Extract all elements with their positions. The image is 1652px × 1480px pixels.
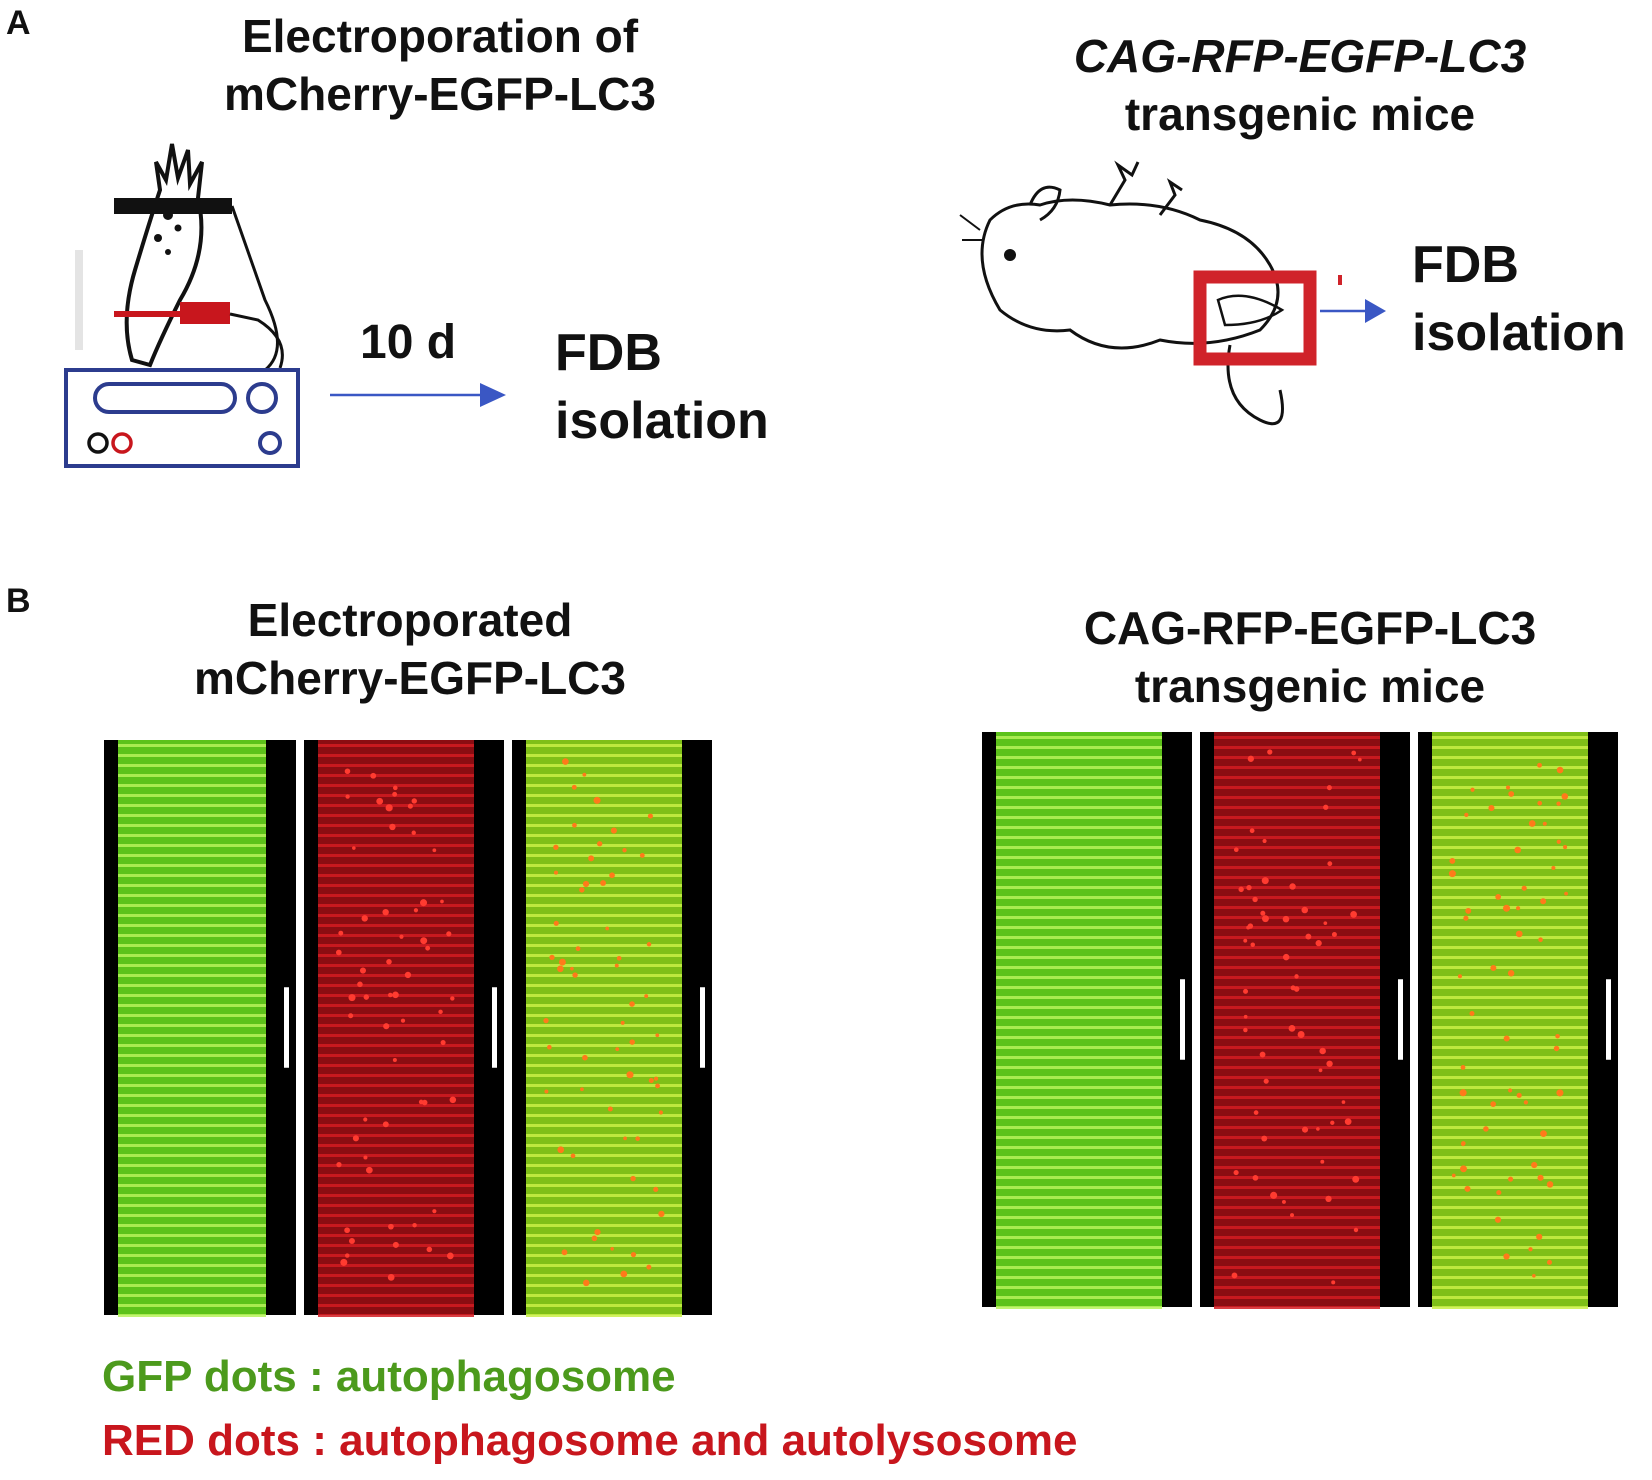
micrograph-left-merge	[512, 740, 712, 1317]
mouse-spot-2	[174, 224, 182, 232]
panel-a-right-arrow	[1320, 299, 1386, 323]
mouse-body-sketch	[980, 198, 1280, 350]
panel-a-right-step-line1: FDB	[1412, 236, 1519, 294]
legend-red: RED dots : autophagosome and autolysosom…	[102, 1415, 1078, 1465]
micrograph-right-green	[982, 732, 1192, 1309]
panel-a-left-arrow	[330, 383, 506, 407]
mouse-ear-sketch	[1028, 185, 1062, 222]
red-mark	[1338, 275, 1342, 285]
micrograph-left-green	[104, 740, 296, 1317]
micrographs-left	[104, 740, 712, 1317]
panel-b-left-title-line2: mCherry-EGFP-LC3	[194, 651, 626, 704]
panel-a-right-title-line2: transgenic mice	[1124, 87, 1476, 140]
panel-b-left-title: Electroporated mCherry-EGFP-LC3	[120, 592, 700, 707]
transgenic-mouse-illustration	[959, 160, 1342, 426]
mouse-eye-right-panel	[1004, 249, 1016, 261]
device-display	[93, 382, 237, 414]
mouse-forelimb-1	[1108, 160, 1140, 206]
panel-b-label: B	[6, 582, 31, 620]
device-jack-red	[111, 432, 133, 454]
red-electrode-block	[180, 302, 230, 324]
panel-b-right-title-line2: transgenic mice	[1134, 659, 1486, 712]
illustration-gray-bar	[75, 250, 83, 350]
electroporation-illustration	[64, 143, 300, 468]
panel-a-right-title-line1: CAG-RFP-EGFP-LC3	[1073, 30, 1527, 82]
mouse-spot-1	[154, 234, 162, 242]
panel-b-right-title-line1: CAG-RFP-EGFP-LC3	[1083, 602, 1537, 654]
micrograph-right-merge	[1418, 732, 1618, 1309]
mouse-forelimb-2	[1158, 178, 1183, 216]
foot-highlight-box	[1193, 270, 1317, 366]
panel-b-right-title: CAG-RFP-EGFP-LC3 transgenic mice	[1000, 600, 1620, 715]
duration-label: 10 d	[360, 316, 457, 369]
panel-a-left-title-line2: mCherry-EGFP-LC3	[224, 67, 656, 120]
panel-a-left-step-line1: FDB	[555, 324, 662, 382]
device-jack-black	[87, 432, 109, 454]
black-electrode-wire	[230, 205, 279, 372]
panel-a-right-step: FDB isolation	[1412, 232, 1626, 367]
mouse-whisker-1	[959, 214, 982, 241]
device-knob-top	[246, 382, 278, 414]
mouse-tail-sketch	[1226, 344, 1284, 426]
panel-b-left-title-line1: Electroporated	[247, 594, 573, 646]
mouse-hindfoot-sketch	[1216, 294, 1285, 327]
panel-a-left-step-line2: isolation	[555, 391, 769, 450]
panel-a-left-title: Electroporation of mCherry-EGFP-LC3	[150, 8, 730, 123]
panel-a-right-title: CAG-RFP-EGFP-LC3 transgenic mice	[990, 28, 1610, 143]
black-electrode-bar	[114, 198, 232, 214]
panel-a-left-step: FDB isolation	[555, 320, 769, 455]
electroporator-device	[64, 368, 300, 468]
panel-a-left-title-line1: Electroporation of	[241, 10, 639, 62]
micrograph-left-red	[304, 740, 504, 1317]
legend-gfp: GFP dots : autophagosome	[102, 1352, 676, 1401]
red-electrode-wire	[229, 312, 284, 369]
mouse-head-sketch	[124, 143, 204, 368]
mouse-spot-3	[165, 249, 171, 255]
micrograph-right-red	[1200, 732, 1410, 1309]
device-knob-bottom	[258, 431, 282, 455]
legend: GFP dots : autophagosome RED dots : auto…	[102, 1345, 1077, 1473]
micrographs-right	[982, 732, 1618, 1309]
panel-a-right-step-line2: isolation	[1412, 303, 1626, 362]
panel-a-label: A	[6, 4, 31, 42]
